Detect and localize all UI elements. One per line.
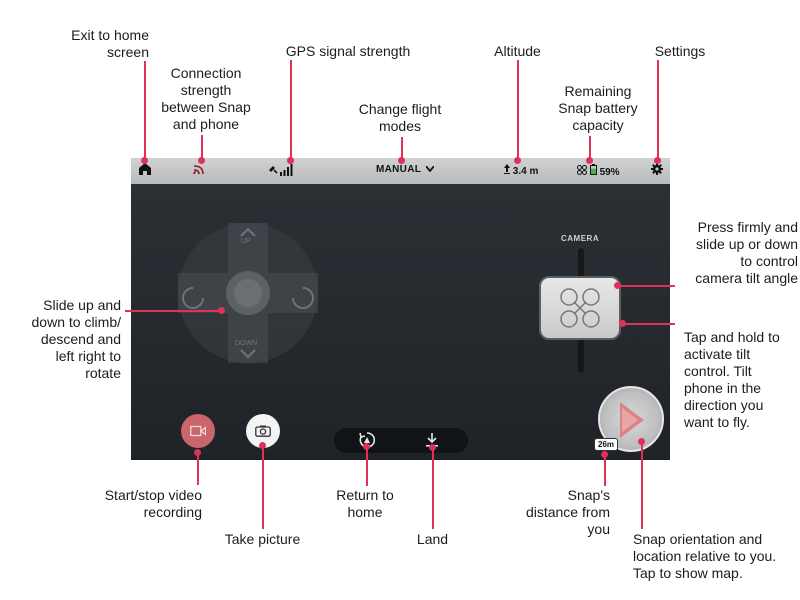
app-screen: MANUAL 3.4 m 59% xyxy=(131,158,670,460)
annotation-land: Land xyxy=(416,531,449,547)
leader-dot-settings xyxy=(654,157,661,164)
annotation-video: Start/stop video recording xyxy=(104,487,202,520)
drone-icon xyxy=(577,165,587,175)
leader-dot-distance xyxy=(601,451,608,458)
leader-dot-tap-hold xyxy=(619,320,626,327)
leader-line-exit-home xyxy=(144,61,146,160)
leader-dot-battery xyxy=(586,157,593,164)
connection-strength xyxy=(193,164,205,178)
leader-line-battery xyxy=(589,136,591,160)
return-home-icon xyxy=(359,432,376,448)
return-home-button[interactable] xyxy=(359,432,376,453)
leader-dot-picture xyxy=(259,442,266,449)
altitude-icon xyxy=(504,164,510,174)
annotation-gps: GPS signal strength xyxy=(285,43,411,59)
tilt-control-button[interactable] xyxy=(541,278,619,338)
leader-dot-return-home xyxy=(363,443,370,450)
leader-line-tilt-angle xyxy=(617,285,675,287)
flight-joystick[interactable]: UP DOWN xyxy=(173,218,323,368)
home-button[interactable] xyxy=(139,163,151,178)
record-video-button[interactable] xyxy=(181,414,215,448)
gps-signal xyxy=(267,163,293,179)
leader-dot-gps xyxy=(287,157,294,164)
annotation-distance: Snap's distance from you xyxy=(525,487,610,537)
leader-dot-exit-home xyxy=(141,157,148,164)
annotation-picture: Take picture xyxy=(224,531,301,547)
altitude-value: 3.4 m xyxy=(512,166,539,177)
leader-line-connection xyxy=(201,135,203,160)
gear-icon xyxy=(651,163,663,175)
leader-dot-land xyxy=(429,444,436,451)
annotation-settings: Settings xyxy=(654,43,706,59)
flight-mode-selector[interactable]: MANUAL xyxy=(376,164,435,175)
connection-icon xyxy=(193,165,204,175)
camera-tilt-slider[interactable]: CAMERA xyxy=(511,228,631,378)
leader-line-altitude xyxy=(517,60,519,160)
battery-value: 59% xyxy=(599,167,620,178)
leader-line-orientation xyxy=(641,441,643,529)
gps-icon xyxy=(269,164,293,176)
leader-dot-slide-climb xyxy=(218,307,225,314)
flight-mode-label: MANUAL xyxy=(376,164,421,175)
annotation-flight-modes: Change flight modes xyxy=(358,101,442,134)
distance-value: 26m xyxy=(598,440,615,449)
annotation-return-home: Return to home xyxy=(336,487,394,520)
joystick-down-label: DOWN xyxy=(235,340,258,347)
annotation-tap-hold: Tap and hold to activate tilt control. T… xyxy=(684,329,780,430)
annotation-exit-home: Exit to home screen xyxy=(71,27,149,60)
settings-button[interactable] xyxy=(651,163,663,178)
leader-line-flight-modes xyxy=(401,137,403,160)
leader-line-return-home xyxy=(366,446,368,486)
leader-line-distance xyxy=(604,454,606,486)
joystick-up-label: UP xyxy=(241,238,251,245)
leader-line-video xyxy=(197,452,199,485)
annotation-slide-climb: Slide up and down to climb/ descend and … xyxy=(31,297,121,381)
leader-dot-connection xyxy=(198,157,205,164)
leader-line-gps xyxy=(290,60,292,160)
chevron-down-icon xyxy=(425,165,435,173)
bottom-action-bar xyxy=(334,428,468,453)
leader-line-slide-climb xyxy=(125,310,221,312)
altitude-readout: 3.4 m xyxy=(504,164,538,177)
video-icon xyxy=(190,425,206,437)
annotation-connection: Connection strength between Snap and pho… xyxy=(161,65,251,132)
distance-badge: 26m xyxy=(594,438,619,451)
leader-line-land xyxy=(432,447,434,529)
camera-label: CAMERA xyxy=(561,234,600,243)
leader-dot-altitude xyxy=(514,157,521,164)
battery-icon xyxy=(589,164,597,175)
leader-dot-tilt-angle xyxy=(614,282,621,289)
leader-line-tap-hold xyxy=(622,323,675,325)
annotation-battery: Remaining Snap battery capacity xyxy=(558,83,638,133)
leader-dot-video xyxy=(194,449,201,456)
leader-dot-orientation xyxy=(638,438,645,445)
camera-icon xyxy=(255,425,271,437)
annotation-altitude: Altitude xyxy=(494,43,541,59)
annotation-tilt-angle: Press firmly and slide up or down to con… xyxy=(695,219,798,286)
leader-line-settings xyxy=(657,60,659,160)
annotation-orientation: Snap orientation and location relative t… xyxy=(633,531,777,581)
leader-line-picture xyxy=(262,445,264,529)
drone-icon xyxy=(560,288,600,328)
leader-dot-flight-modes xyxy=(398,157,405,164)
home-icon xyxy=(139,163,151,175)
battery-readout: 59% xyxy=(577,164,620,178)
